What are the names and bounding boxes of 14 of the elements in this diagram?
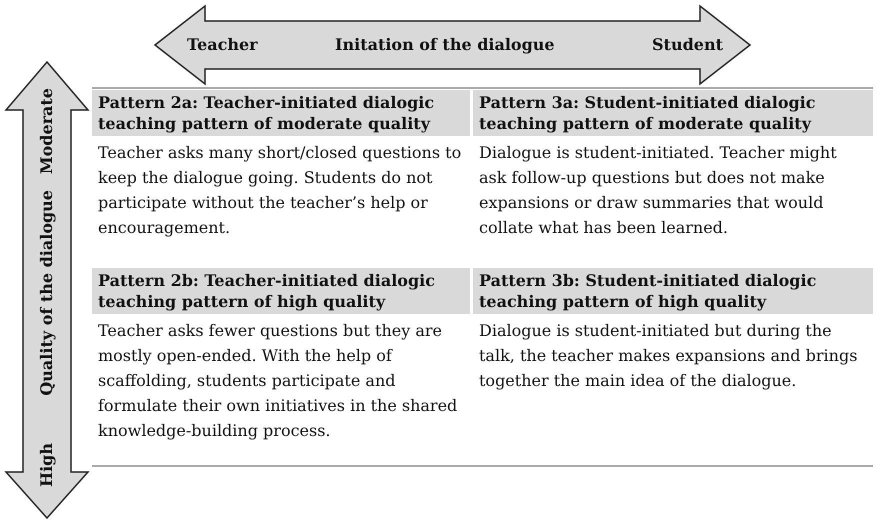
axis-end-label: Teacher bbox=[187, 35, 258, 54]
axis-title: Initation of the dialogue bbox=[335, 35, 555, 54]
pattern-description: Teacher asks many short/closed questions to keep the dialogue going. Students do not participate without the teacher’s help or encouragement. bbox=[97, 142, 462, 239]
pattern-heading: Pattern 2b: Teacher-initiated dialogic teaching pattern of high quality bbox=[92, 268, 470, 314]
axis-title: Quality of the dialogue bbox=[37, 190, 56, 396]
pattern-description: Dialogue is student-initiated but during the talk, the teacher makes expansions and brings together the main idea of the dialogue. bbox=[478, 320, 858, 392]
pattern-description: Dialogue is student-initiated. Teacher might ask follow-up questions but does not make expansions or draw summaries that would collate what has been learned. bbox=[478, 142, 838, 239]
axis-end-label: High bbox=[37, 443, 56, 488]
pattern-heading: Pattern 2a: Teacher-initiated dialogic teaching pattern of moderate quality bbox=[92, 90, 470, 136]
axis-end-label: Moderate bbox=[37, 88, 56, 174]
pattern-heading: Pattern 3b: Student-initiated dialogic teaching pattern of high quality bbox=[473, 268, 873, 314]
pattern-heading: Pattern 3a: Student-initiated dialogic teaching pattern of moderate quality bbox=[473, 90, 873, 136]
axis-end-label: Student bbox=[652, 35, 723, 54]
pattern-description: Teacher asks fewer questions but they are mostly open-ended. With the help of scaffolding, students participate and formulate their own initiatives in the shared knowledge-building process. bbox=[97, 320, 458, 442]
